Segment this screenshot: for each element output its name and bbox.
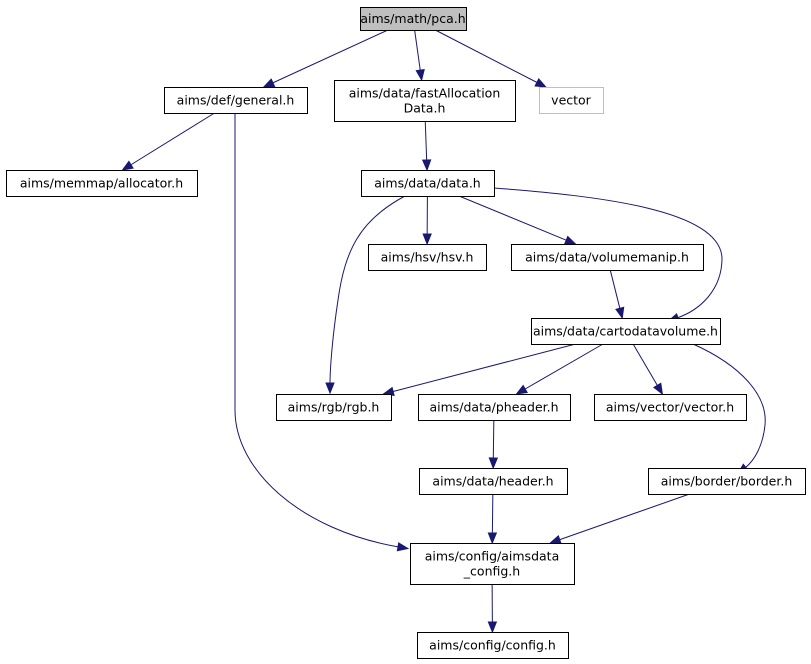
edge-data-to-volumemanip [458, 195, 568, 242]
edge-general-to-allocator [129, 112, 215, 166]
node-box-vectorh [594, 394, 747, 421]
arrowhead-data-to-hsv [422, 233, 432, 246]
node-box-allocator [6, 170, 198, 197]
node-data[interactable]: aims/data/data.h [361, 170, 495, 197]
edge-cartodatavolume-to-border [692, 343, 766, 469]
arrowhead-aimsdataconfig-to-config [487, 621, 498, 634]
edges-layer [121, 29, 766, 634]
node-label-fastalloc-line-1: aims/data/fastAllocation [349, 86, 501, 101]
edge-volumemanip-to-cartodatavolume [609, 269, 621, 310]
node-label-border: aims/border/border.h [661, 474, 793, 489]
node-aimsdataconfig[interactable]: aims/config/aimsdata_config.h [410, 543, 575, 585]
node-header[interactable]: aims/data/header.h [419, 468, 568, 495]
node-label-volumemanip: aims/data/volumemanip.h [525, 250, 689, 265]
node-allocator[interactable]: aims/memmap/allocator.h [6, 170, 198, 197]
edge-pheader-to-header [492, 419, 495, 460]
node-label-vector: vector [551, 93, 592, 108]
node-label-general: aims/def/general.h [177, 93, 295, 108]
node-label-rgb: aims/rgb/rgb.h [288, 400, 380, 415]
node-label-header: aims/data/header.h [432, 474, 553, 489]
node-box-vector [539, 87, 604, 114]
node-cartodatavolume[interactable]: aims/data/cartodatavolume.h [531, 318, 721, 345]
node-label-pheader: aims/data/pheader.h [429, 400, 558, 415]
node-label-aimsdataconfig-line-2: _config.h [463, 564, 520, 579]
node-box-border [648, 468, 806, 495]
edge-data-to-rgb [329, 195, 406, 385]
node-label-cartodatavolume: aims/data/cartodatavolume.h [533, 324, 718, 339]
node-box-header [419, 468, 568, 495]
node-volumemanip[interactable]: aims/data/volumemanip.h [511, 244, 704, 271]
node-hsv[interactable]: aims/hsv/hsv.h [368, 244, 487, 271]
arrowhead-pca-to-vector [534, 77, 547, 88]
arrowhead-cartodatavolume-to-pheader [515, 384, 528, 395]
edge-pca-to-vector [435, 29, 539, 84]
nodes-layer: aims/math/pca.h aims/def/general.h aims/da… [6, 7, 806, 659]
arrowhead-header-to-aimsdataconfig [487, 532, 498, 545]
node-box-rgb [276, 394, 392, 421]
edge-cartodatavolume-to-rgb [392, 343, 576, 393]
node-general[interactable]: aims/def/general.h [164, 87, 308, 114]
node-pca[interactable]: aims/math/pca.h [360, 7, 467, 31]
node-box-volumemanip [511, 244, 704, 271]
node-label-config: aims/config/config.h [429, 638, 556, 653]
node-box-fastalloc [334, 80, 516, 122]
node-config[interactable]: aims/config/config.h [417, 632, 569, 659]
arrowhead-fastalloc-to-data [421, 159, 432, 172]
node-rgb[interactable]: aims/rgb/rgb.h [276, 394, 392, 421]
node-box-aimsdataconfig [410, 543, 575, 585]
node-vector[interactable]: vector [539, 87, 604, 114]
node-box-hsv [368, 244, 487, 271]
node-border[interactable]: aims/border/border.h [648, 468, 806, 495]
node-label-hsv: aims/hsv/hsv.h [381, 250, 474, 265]
edge-pca-to-fastalloc [414, 29, 421, 72]
arrowhead-data-to-volumemanip [563, 235, 577, 245]
edge-fastalloc-to-data [424, 120, 428, 162]
edge-general-to-aimsdataconfig [234, 113, 400, 548]
arrowhead-data-to-rgb [325, 382, 335, 395]
node-label-allocator: aims/memmap/allocator.h [20, 176, 183, 191]
arrowhead-pca-to-general [262, 78, 276, 88]
edge-data-to-cartodatavolume [493, 187, 723, 319]
arrowhead-general-to-aimsdataconfig [396, 542, 410, 552]
node-box-general [164, 87, 308, 114]
node-box-cartodatavolume [531, 318, 721, 345]
edge-cartodatavolume-to-pheader [524, 343, 604, 390]
edge-border-to-aimsdataconfig [558, 493, 690, 541]
node-box-data [361, 170, 495, 197]
arrowhead-cartodatavolume-to-vectorh [652, 382, 664, 396]
arrowhead-pca-to-fastalloc [415, 68, 425, 82]
node-pheader[interactable]: aims/data/pheader.h [418, 394, 571, 421]
node-vectorh[interactable]: aims/vector/vector.h [594, 394, 747, 421]
node-label-pca: aims/math/pca.h [360, 11, 465, 26]
node-label-data: aims/data/data.h [374, 176, 480, 191]
arrowhead-general-to-allocator [121, 160, 134, 171]
arrowhead-volumemanip-to-cartodatavolume [615, 306, 625, 320]
edge-cartodatavolume-to-vectorh [632, 343, 659, 387]
node-label-vectorh: aims/vector/vector.h [606, 400, 734, 415]
node-box-pheader [418, 394, 571, 421]
node-label-fastalloc-line-2: Data.h [404, 101, 446, 116]
node-box-pca [360, 7, 467, 31]
arrowhead-pheader-to-header [488, 457, 499, 470]
arrowhead-border-to-aimsdataconfig [548, 535, 562, 544]
node-box-config [417, 632, 569, 659]
node-label-aimsdataconfig-line-1: aims/config/aimsdata [425, 549, 559, 564]
edge-pca-to-general [271, 29, 389, 84]
